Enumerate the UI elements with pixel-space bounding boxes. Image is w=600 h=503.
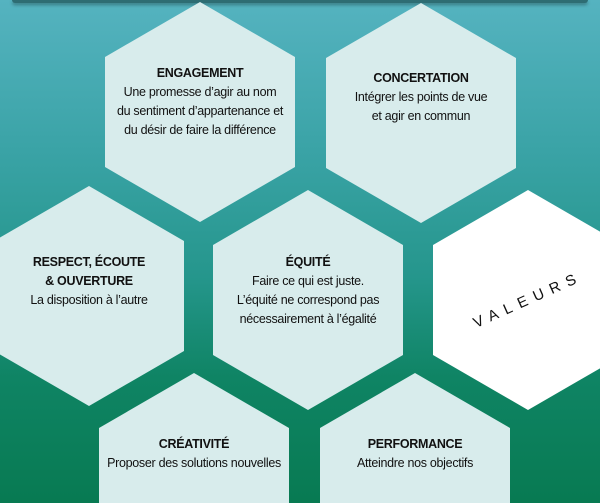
value-line: Une promesse d’agir au nom xyxy=(123,85,277,99)
value-line: Proposer des solutions nouvelles xyxy=(107,456,281,470)
hex-valeurs xyxy=(433,190,600,410)
hex-respect xyxy=(0,186,184,406)
value-line: du désir de faire la différence xyxy=(124,123,276,137)
value-title: PERFORMANCE xyxy=(367,437,463,451)
hex-creativite xyxy=(99,373,289,503)
hex-equite xyxy=(213,190,403,410)
value-line: Atteindre nos objectifs xyxy=(356,456,474,470)
value-line: Intégrer les points de vue xyxy=(354,90,488,104)
value-concertation: CONCERTATION Intégrer les points de vue … xyxy=(355,69,488,126)
value-line: nécessairement à l’égalité xyxy=(239,312,377,326)
hex-performance xyxy=(320,373,510,503)
value-title: CRÉATIVITÉ xyxy=(158,437,230,451)
value-line: du sentiment d’appartenance et xyxy=(116,104,284,118)
value-line: Faire ce qui est juste. xyxy=(252,274,364,288)
value-performance: PERFORMANCE Atteindre nos objectifs xyxy=(357,435,473,473)
value-line: La disposition à l’autre xyxy=(30,293,148,307)
value-line: et agir en commun xyxy=(371,109,471,123)
value-respect: RESPECT, ÉCOUTE & OUVERTURE La dispositi… xyxy=(30,253,147,310)
value-title: RESPECT, ÉCOUTE xyxy=(32,255,146,269)
value-creativite: CRÉATIVITÉ Proposer des solutions nouvel… xyxy=(107,435,281,473)
value-equite: ÉQUITÉ Faire ce qui est juste. L’équité … xyxy=(236,253,380,329)
hex-concertation xyxy=(326,3,516,223)
value-line: L’équité ne correspond pas xyxy=(236,293,380,307)
value-engagement: ENGAGEMENT Une promesse d’agir au nom du… xyxy=(117,64,283,140)
top-banner-edge xyxy=(12,0,588,3)
value-title: ÉQUITÉ xyxy=(285,255,331,269)
value-title: CONCERTATION xyxy=(373,71,469,85)
hex-engagement xyxy=(105,2,295,222)
value-title: ENGAGEMENT xyxy=(156,66,244,80)
value-title-line2: & OUVERTURE xyxy=(45,274,133,288)
